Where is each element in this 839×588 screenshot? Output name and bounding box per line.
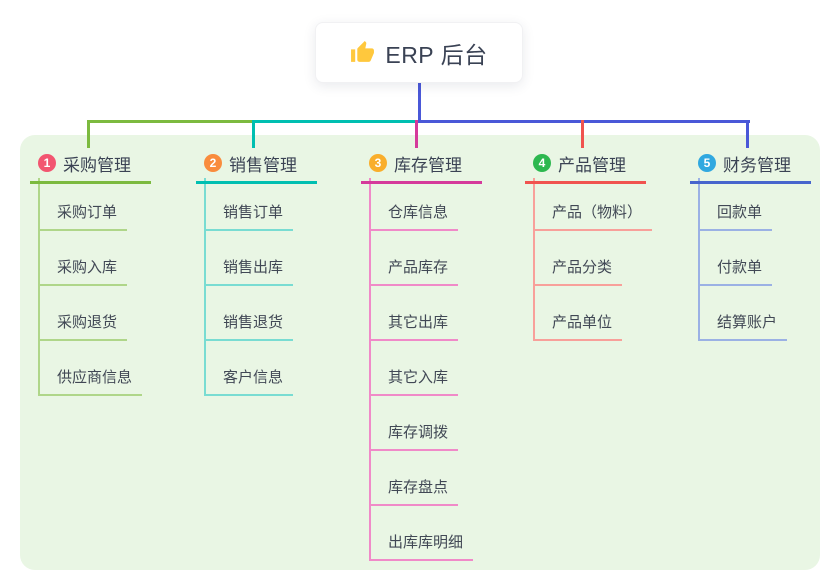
- branch-drop-product: [581, 120, 584, 148]
- branch-drop-sales: [252, 120, 255, 148]
- branch-header-sales[interactable]: 2 销售管理: [196, 151, 317, 184]
- branch-title: 产品管理: [558, 155, 626, 175]
- branch-children-finance: 回款单付款单结算账户: [698, 176, 788, 341]
- branches-panel: [20, 135, 820, 570]
- child-node[interactable]: 销售出库: [204, 231, 294, 286]
- child-node[interactable]: 库存盘点: [369, 451, 459, 506]
- child-node[interactable]: 采购退货: [38, 286, 128, 341]
- child-node[interactable]: 供应商信息: [38, 341, 143, 396]
- branch-number-badge: 5: [698, 154, 716, 172]
- branch-drop-finance: [746, 120, 749, 148]
- branch-title: 采购管理: [63, 155, 131, 175]
- branch-drop-inventory: [415, 120, 418, 148]
- child-node[interactable]: 销售退货: [204, 286, 294, 341]
- child-node[interactable]: 其它出库: [369, 286, 459, 341]
- child-node[interactable]: 付款单: [698, 231, 773, 286]
- branch-trunk-line: [698, 178, 700, 341]
- root-title: ERP 后台: [385, 41, 488, 68]
- branch-trunk-line: [204, 178, 206, 396]
- child-node[interactable]: 出库库明细: [369, 506, 474, 561]
- branch-header-purchase[interactable]: 1 采购管理: [30, 151, 151, 184]
- child-node[interactable]: 其它入库: [369, 341, 459, 396]
- branch-bar-purchase: [87, 120, 256, 123]
- branch-number-badge: 3: [369, 154, 387, 172]
- branch-number-badge: 2: [204, 154, 222, 172]
- child-node[interactable]: 产品分类: [533, 231, 623, 286]
- child-node[interactable]: 产品库存: [369, 231, 459, 286]
- branch-children-product: 产品（物料）产品分类产品单位: [533, 176, 653, 341]
- child-node[interactable]: 结算账户: [698, 286, 788, 341]
- root-node-erp[interactable]: ERP 后台: [315, 22, 523, 83]
- branch-children-inventory: 仓库信息产品库存其它出库其它入库库存调拨库存盘点出库库明细: [369, 176, 474, 561]
- child-node[interactable]: 采购入库: [38, 231, 128, 286]
- branch-trunk-line: [369, 178, 371, 561]
- branch-bar-sales: [253, 120, 421, 123]
- child-node[interactable]: 回款单: [698, 176, 773, 231]
- branch-header-inventory[interactable]: 3 库存管理: [361, 151, 482, 184]
- thumbs-up-icon: [350, 40, 375, 65]
- branch-children-sales: 销售订单销售出库销售退货客户信息: [204, 176, 294, 396]
- child-node[interactable]: 采购订单: [38, 176, 128, 231]
- child-node[interactable]: 库存调拨: [369, 396, 459, 451]
- child-node[interactable]: 产品单位: [533, 286, 623, 341]
- branch-header-product[interactable]: 4 产品管理: [525, 151, 646, 184]
- child-node[interactable]: 客户信息: [204, 341, 294, 396]
- branch-drop-purchase: [87, 120, 90, 148]
- branch-header-finance[interactable]: 5 财务管理: [690, 151, 811, 184]
- branch-children-purchase: 采购订单采购入库采购退货供应商信息: [38, 176, 143, 396]
- branch-title: 财务管理: [723, 155, 791, 175]
- branch-title: 销售管理: [229, 155, 297, 175]
- branch-number-badge: 4: [533, 154, 551, 172]
- branch-trunk-line: [38, 178, 40, 396]
- branch-trunk-line: [533, 178, 535, 341]
- child-node[interactable]: 仓库信息: [369, 176, 459, 231]
- branch-bar-finance: [418, 120, 750, 123]
- child-node[interactable]: 产品（物料）: [533, 176, 653, 231]
- root-stem-line: [418, 83, 421, 123]
- child-node[interactable]: 销售订单: [204, 176, 294, 231]
- branch-number-badge: 1: [38, 154, 56, 172]
- branch-title: 库存管理: [394, 155, 462, 175]
